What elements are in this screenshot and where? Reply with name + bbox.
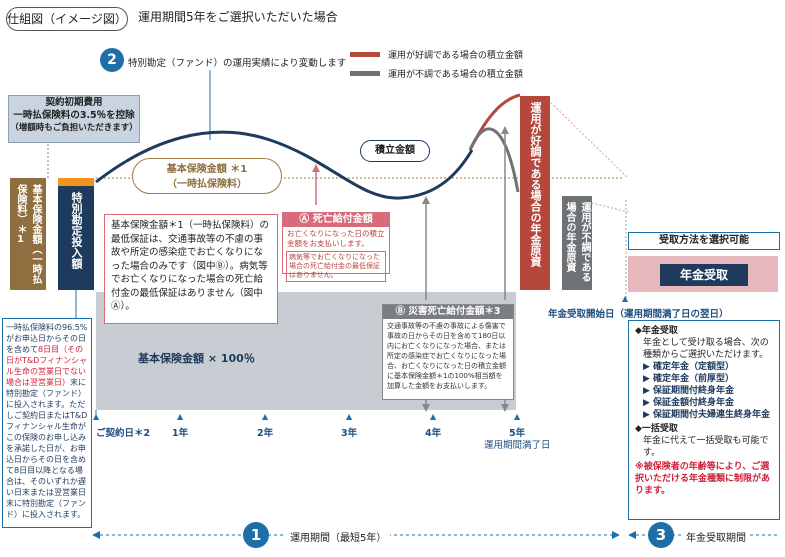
step3-label: 年金受取期間	[682, 529, 750, 544]
annuity-options: ◆年金受取 年金として受け取る場合、次の種類からご選択いただけます。 ▶ 確定年…	[628, 320, 780, 520]
axis-start: 年金受取開始日（運用期間満了日の翌日）	[548, 309, 729, 320]
bar-bad-annuity: 運用が不調である場合の年金原資	[562, 196, 592, 290]
fee-title: 契約初期費用	[45, 97, 103, 108]
step2-badge: 2	[100, 48, 124, 72]
legend-good-swatch	[350, 52, 380, 57]
legend-bad-label: 運用が不調である場合の積立金額	[388, 70, 523, 80]
death-b-arrowhead4	[501, 404, 509, 412]
period-arrow-left	[92, 531, 100, 539]
tick-marker: ▲	[514, 412, 521, 421]
option-item: ▶ 保証期間付夫婦連生終身年金	[643, 410, 771, 420]
kihon-label-line1: 基本保険金額 ＊1	[166, 164, 248, 175]
death-a-box: Ⓐ 死亡給付金額 お亡くなりになった日の積立金額をお支払いします。 病気等でお亡…	[282, 212, 390, 282]
period-arrow-right	[612, 531, 620, 539]
option-item: ▶ 保証金額付終身年金	[643, 398, 735, 408]
axis-y1: 1年	[172, 428, 189, 439]
bar-fee-orange	[58, 178, 94, 186]
death-b-title: Ⓑ 災害死亡給付金額＊3	[383, 305, 513, 319]
tick-marker: ▲	[346, 412, 353, 421]
axis-contract: ご契約日＊2	[96, 428, 151, 439]
connector-good	[547, 99, 629, 179]
axis-y5: 5年	[509, 428, 526, 439]
kihon-label: 基本保険金額 ＊1 （一時払保険料）	[132, 158, 282, 194]
step2-label: 特別勘定（ファンド）の運用実績により変動します	[128, 58, 347, 69]
tick-marker: ▲	[262, 412, 269, 421]
guarantee-note: 基本保険金額＊1（一時払保険料）の最低保証は、交通事故等の不慮の事故や所定の感染…	[104, 214, 278, 324]
diagram-tag: 仕組図（イメージ図）	[6, 7, 128, 31]
annuity-arrow-left	[628, 531, 636, 539]
legend-bad-swatch	[350, 71, 380, 76]
death-b-arrowhead3	[501, 126, 509, 134]
fee-line2: （増額時もご負担いただきます）	[10, 123, 138, 133]
fee-box: 契約初期費用 一時払保険料の3.5％を控除 （増額時もご負担いただきます）	[8, 95, 140, 143]
bar-tokubetsu: 特別勘定投入額	[58, 186, 94, 290]
death-a-note: 病気等でお亡くなりになった場合の死亡給付金の最低保証はありません。	[286, 251, 386, 282]
option-h2: ◆一括受取	[635, 424, 678, 434]
bar-good-annuity: 運用が好調である場合の年金原資	[520, 96, 550, 290]
option-item: ▶ 保証期間付終身年金	[643, 386, 735, 396]
option-d2: 年金に代えて一括受取も可能です。	[643, 436, 769, 458]
death-b-body: 交通事故等の不慮の事故による傷害で事故の日からその日を含めて180日以内にお亡く…	[387, 322, 506, 390]
tick-marker: ▲	[622, 294, 629, 303]
good-curve	[468, 93, 521, 151]
death-a-arrowhead	[312, 164, 320, 172]
death-b-arrowhead1	[422, 196, 430, 204]
fee-line1: 一時払保険料の3.5％を控除	[13, 110, 135, 121]
tsumitate-label: 積立金額	[360, 140, 430, 162]
legend-good-label: 運用が好調である場合の積立金額	[388, 51, 523, 61]
kihon-label-line2: （一時払保険料）	[167, 179, 247, 190]
step1-badge: 1	[243, 522, 269, 548]
bar-kihon: 基本保険金額（一時払保険料）＊1	[10, 178, 46, 290]
death-a-title: Ⓐ 死亡給付金額	[283, 213, 389, 227]
axis-y2: 2年	[257, 428, 274, 439]
tick-marker: ▲	[430, 412, 437, 421]
death-b-arrowhead2	[422, 404, 430, 412]
step3-badge: 3	[648, 522, 674, 548]
choose-method: 受取方法を選択可能	[628, 232, 780, 250]
step1-label: 運用期間（最短5年）	[286, 529, 391, 544]
axis-y5-sub: 運用期間満了日	[484, 440, 551, 451]
legend-bad: 運用が不調である場合の積立金額	[350, 67, 523, 80]
death-b-box: Ⓑ 災害死亡給付金額＊3 交通事故等の不慮の事故による傷害で事故の日からその日を…	[382, 304, 514, 400]
option-d1: 年金として受け取る場合、次の種類からご選択いただけます。	[643, 338, 769, 360]
option-h1: ◆年金受取	[635, 326, 678, 336]
kihon-100-label: 基本保険金額 × 100％	[138, 352, 255, 365]
option-item: ▶ 確定年金（前厚型）	[643, 374, 735, 384]
page-title: 運用期間5年をご選択いただいた場合	[138, 10, 338, 24]
left-note: 一時払保険料の96.5%がお申込日からその日を含めて8日目（その日がT&Dフィナ…	[2, 318, 92, 528]
axis-y3: 3年	[341, 428, 358, 439]
death-a-body: お亡くなりになった日の積立金額をお支払いします。	[287, 229, 385, 248]
tick-marker: ▲	[177, 412, 184, 421]
option-warning: ※被保険者の年齢等により、ご選択いただける年金種類に制限があります。	[635, 462, 771, 496]
annuity-label: 年金受取	[660, 264, 748, 286]
left-note-highlight: 8日目（その日がT&Dフィナンシャル生命の営業日でない場合は翌営業日）	[6, 345, 88, 387]
option-item: ▶ 確定年金（定額型）	[643, 362, 735, 372]
tsumitate-curve	[95, 130, 474, 200]
axis-y4: 4年	[425, 428, 442, 439]
legend-good: 運用が好調である場合の積立金額	[350, 48, 523, 61]
bad-curve	[468, 127, 520, 193]
tick-marker: ▲	[93, 412, 100, 421]
